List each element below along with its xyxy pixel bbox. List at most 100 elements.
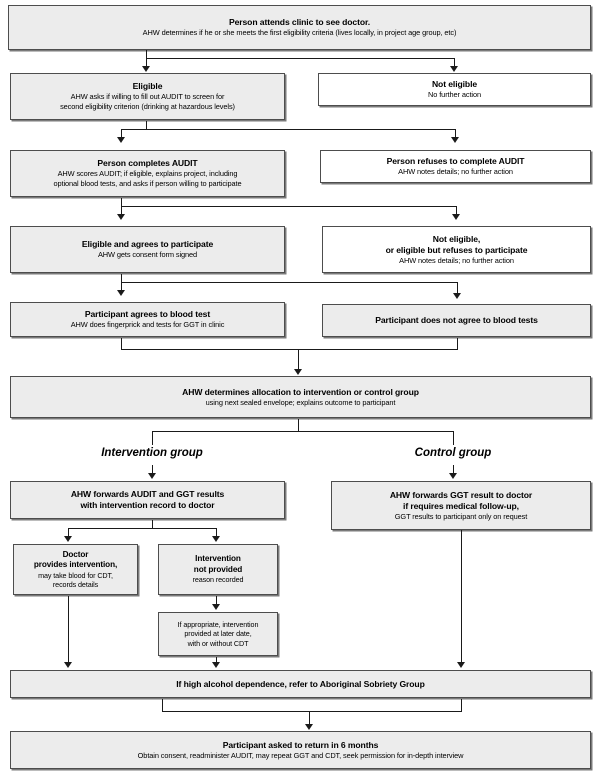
- connector-sobriety-merge: [162, 711, 462, 712]
- caption-control-group: Control group: [414, 447, 492, 459]
- allocation-detail: using next sealed envelope; explains out…: [205, 397, 396, 407]
- not-eligible-or-refuses-line2: or eligible but refuses to participate: [385, 244, 528, 255]
- connector-intervention-split: [68, 528, 216, 529]
- arrow-to-refuses-participate: [452, 214, 460, 220]
- connector-allocation-left-leg: [152, 431, 153, 445]
- not-provided-line2: not provided: [193, 564, 243, 574]
- connector-no-blood-test-down: [457, 338, 458, 350]
- eligible-heading: Eligible: [132, 81, 163, 91]
- connector-caption-intervention-down: [152, 465, 153, 474]
- connector-eligible-split: [121, 129, 455, 130]
- doctor-provides-line1: Doctor: [62, 549, 89, 559]
- not-provided-line1: Intervention: [195, 554, 241, 564]
- arrow-to-blood-test: [117, 290, 125, 296]
- connector-audit-split: [121, 206, 456, 207]
- doctor-provides-line2: provides intervention,: [33, 560, 118, 569]
- connector-to-refuses-participate: [456, 206, 457, 215]
- connector-audit-down: [121, 198, 122, 207]
- return-six-months-heading: Participant asked to return in 6 months: [222, 739, 379, 750]
- agrees-participate-heading: Eligible and agrees to participate: [81, 239, 214, 249]
- arrow-to-refuses-audit: [451, 137, 459, 143]
- connector-allocation-right-leg: [453, 431, 454, 445]
- not-provided-detail: reason recorded: [192, 575, 244, 585]
- caption-intervention-group: Intervention group: [101, 447, 203, 459]
- arrow-to-not-provided: [212, 536, 220, 542]
- connector-allocation-down: [298, 419, 299, 432]
- arrow-to-intervention-forward: [148, 473, 156, 479]
- connector-control-to-sobriety: [461, 530, 462, 663]
- intervention-forward-line1: AHW forwards AUDIT and GGT results: [70, 489, 225, 499]
- connector-participate-down: [121, 274, 122, 283]
- arrow-to-completes-audit: [117, 137, 125, 143]
- connector-doctor-to-sobriety: [68, 596, 69, 663]
- not-eligible-or-refuses-line1: Not eligible,: [432, 233, 481, 244]
- eligible-detail-line1: AHW asks if willing to fill out AUDIT to…: [70, 92, 225, 101]
- connector-to-no-blood-test: [457, 282, 458, 294]
- node-no-blood-test: Participant does not agree to blood test…: [322, 304, 591, 337]
- connector-blood-test-down: [121, 338, 122, 350]
- arrow-to-control-forward: [449, 473, 457, 479]
- connector-to-refuses-audit: [455, 129, 456, 138]
- connector-not-provided-down: [216, 596, 217, 605]
- connector-intervention-down: [152, 520, 153, 529]
- node-intervention-forward: AHW forwards AUDIT and GGT results with …: [10, 481, 285, 519]
- node-sobriety-group: If high alcohol dependence, refer to Abo…: [10, 670, 591, 698]
- attends-clinic-heading: Person attends clinic to see doctor.: [228, 17, 371, 27]
- node-eligible: Eligible AHW asks if willing to fill out…: [10, 73, 285, 120]
- connector-later-date-down: [216, 657, 217, 663]
- completes-audit-heading: Person completes AUDIT: [97, 158, 198, 168]
- node-not-eligible: Not eligible No further action: [318, 73, 591, 106]
- no-blood-test-heading: Participant does not agree to blood test…: [375, 315, 538, 325]
- connector-caption-control-down: [453, 465, 454, 474]
- connector-attends-down: [146, 50, 147, 59]
- node-not-eligible-or-refuses: Not eligible, or eligible but refuses to…: [322, 226, 591, 273]
- completes-audit-detail-line1: AHW scores AUDIT; if eligible, explains …: [57, 169, 238, 178]
- doctor-provides-detail-line1: may take blood for CDT,: [38, 570, 113, 580]
- node-allocation: AHW determines allocation to interventio…: [10, 376, 591, 418]
- not-eligible-detail: No further action: [428, 90, 481, 99]
- arrow-to-not-eligible: [450, 66, 458, 72]
- connector-to-agrees-participate: [121, 206, 122, 215]
- node-not-provided: Intervention not provided reason recorde…: [158, 544, 278, 595]
- node-agrees-blood-test: Participant agrees to blood test AHW doe…: [10, 302, 285, 337]
- node-control-forward: AHW forwards GGT result to doctor if req…: [331, 481, 591, 530]
- connector-allocation-split: [152, 431, 453, 432]
- connector-sobriety-right-leg: [461, 699, 462, 712]
- node-attends-clinic: Person attends clinic to see doctor. AHW…: [8, 5, 591, 50]
- control-forward-line1: AHW forwards GGT result to doctor: [389, 489, 533, 500]
- arrow-to-return-six-months: [305, 724, 313, 730]
- arrow-to-doctor-provides: [64, 536, 72, 542]
- control-forward-detail: GGT results to participant only on reque…: [394, 511, 528, 521]
- connector-sobriety-left-leg: [162, 699, 163, 712]
- node-later-date: If appropriate, intervention provided at…: [158, 612, 278, 656]
- node-refuses-audit: Person refuses to complete AUDIT AHW not…: [320, 150, 591, 183]
- connector-to-return-six-months: [309, 711, 310, 725]
- node-agrees-participate: Eligible and agrees to participate AHW g…: [10, 226, 285, 273]
- arrow-to-eligible: [142, 66, 150, 72]
- connector-participate-split: [121, 282, 457, 283]
- connector-blood-merge: [121, 349, 458, 350]
- allocation-heading: AHW determines allocation to interventio…: [182, 386, 419, 397]
- arrow-later-date-to-sobriety: [212, 662, 220, 668]
- arrow-to-no-blood-test: [453, 293, 461, 299]
- arrow-control-to-sobriety: [457, 662, 465, 668]
- connector-to-doctor-provides: [68, 528, 69, 537]
- completes-audit-detail-line2: optional blood tests, and asks if person…: [53, 179, 242, 188]
- attends-clinic-detail: AHW determines if he or she meets the fi…: [142, 28, 457, 37]
- later-date-line2: provided at later date,: [184, 629, 252, 639]
- doctor-provides-detail-line2: records details: [52, 580, 99, 589]
- later-date-line1: If appropriate, intervention: [177, 619, 259, 629]
- agrees-participate-detail: AHW gets consent form signed: [97, 250, 198, 259]
- intervention-forward-line2: with intervention record to doctor: [80, 500, 215, 510]
- return-six-months-detail: Obtain consent, readminister AUDIT, may …: [137, 750, 464, 760]
- not-eligible-or-refuses-detail: AHW notes details; no further action: [399, 255, 514, 265]
- sobriety-group-heading: If high alcohol dependence, refer to Abo…: [176, 678, 425, 689]
- not-eligible-heading: Not eligible: [431, 79, 478, 89]
- agrees-blood-test-detail: AHW does fingerprick and tests for GGT i…: [70, 320, 225, 329]
- refuses-audit-heading: Person refuses to complete AUDIT: [386, 156, 525, 166]
- agrees-blood-test-heading: Participant agrees to blood test: [84, 309, 211, 319]
- node-completes-audit: Person completes AUDIT AHW scores AUDIT;…: [10, 150, 285, 197]
- connector-to-completes-audit: [121, 129, 122, 138]
- eligible-detail-line2: second eligibility criterion (drinking a…: [60, 102, 235, 111]
